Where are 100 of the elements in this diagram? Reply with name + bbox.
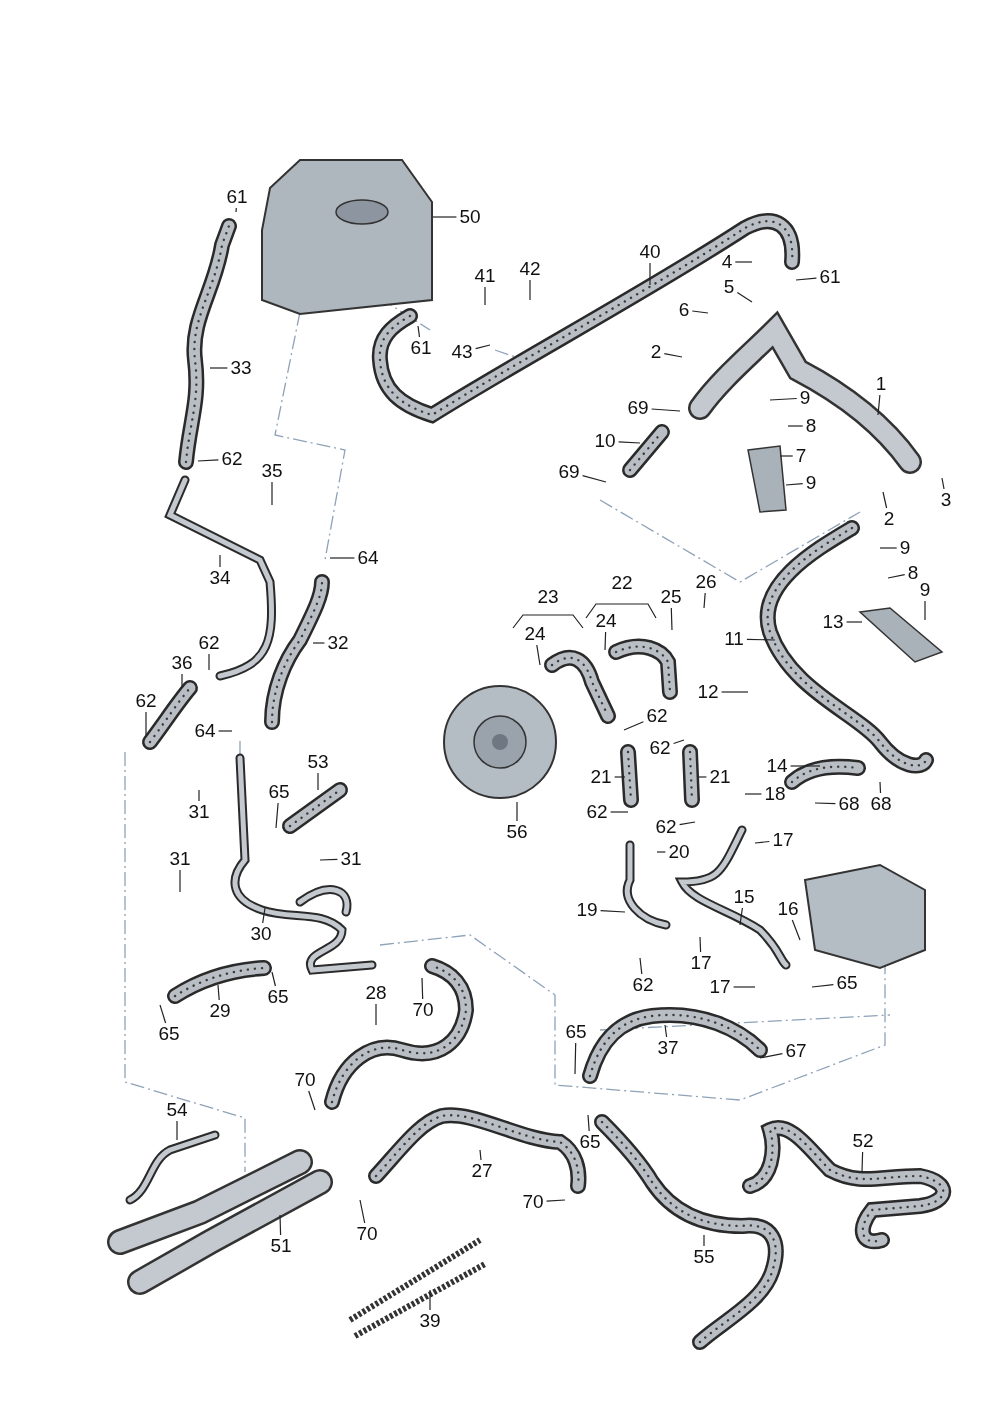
callout-number: 35 bbox=[260, 461, 284, 481]
leader-line bbox=[610, 811, 629, 813]
callout-number: 15 bbox=[732, 887, 756, 907]
leader-line bbox=[924, 600, 926, 621]
leader-line bbox=[329, 557, 355, 559]
callout-number: 4 bbox=[720, 252, 734, 272]
callout-number: 2 bbox=[649, 342, 663, 362]
callout-number: 62 bbox=[197, 633, 221, 653]
leader-line bbox=[317, 772, 319, 791]
callout-number: 25 bbox=[659, 587, 683, 607]
callout-number: 6 bbox=[677, 300, 691, 320]
leader-line bbox=[219, 554, 221, 568]
leader-line bbox=[739, 907, 743, 926]
callout-number: 56 bbox=[505, 822, 529, 842]
leader-line bbox=[779, 455, 794, 457]
leader-line bbox=[271, 481, 273, 506]
callout-number: 20 bbox=[667, 842, 691, 862]
callout-number: 31 bbox=[168, 849, 192, 869]
callout-number: 34 bbox=[208, 568, 232, 588]
leader-line bbox=[587, 1114, 590, 1132]
leader-line bbox=[941, 477, 945, 490]
callout-number: 37 bbox=[656, 1038, 680, 1058]
callout-number: 69 bbox=[626, 398, 650, 418]
leader-line bbox=[546, 1199, 566, 1202]
callout-number: 9 bbox=[798, 388, 812, 408]
callout-number: 62 bbox=[585, 802, 609, 822]
callout-number: 61 bbox=[818, 267, 842, 287]
callout-number: 9 bbox=[898, 538, 912, 558]
callout-number: 61 bbox=[225, 187, 249, 207]
leader-line bbox=[679, 821, 696, 826]
leader-line bbox=[312, 642, 325, 644]
callout-number: 62 bbox=[648, 738, 672, 758]
leader-line bbox=[746, 638, 776, 641]
leader-line bbox=[218, 730, 233, 732]
callout-number: 18 bbox=[763, 784, 787, 804]
callout-number: 54 bbox=[165, 1100, 189, 1120]
leader-line bbox=[736, 291, 753, 303]
callout-number: 65 bbox=[267, 782, 291, 802]
callout-number: 24 bbox=[523, 624, 547, 644]
leader-line bbox=[145, 711, 147, 736]
leader-line bbox=[698, 776, 707, 778]
leader-line bbox=[651, 408, 681, 412]
callout-number: 62 bbox=[654, 817, 678, 837]
leader-line bbox=[529, 279, 531, 301]
leader-line bbox=[639, 957, 643, 975]
leader-line bbox=[791, 919, 801, 941]
callout-number: 36 bbox=[170, 653, 194, 673]
leader-line bbox=[811, 984, 834, 988]
callout-number: 41 bbox=[473, 266, 497, 286]
leader-line bbox=[432, 216, 457, 218]
leader-line bbox=[198, 789, 200, 802]
callout-number: 65 bbox=[564, 1022, 588, 1042]
callout-number: 9 bbox=[804, 473, 818, 493]
leader-line bbox=[754, 840, 770, 844]
callout-number: 67 bbox=[784, 1041, 808, 1061]
callout-number: 69 bbox=[557, 462, 581, 482]
leader-line bbox=[787, 425, 804, 427]
leader-line bbox=[308, 1090, 316, 1111]
callout-number: 61 bbox=[409, 338, 433, 358]
callout-number: 40 bbox=[638, 242, 662, 262]
leader-line bbox=[814, 802, 836, 805]
leader-line bbox=[879, 547, 898, 549]
leader-line bbox=[262, 907, 266, 924]
leader-line bbox=[479, 1149, 482, 1161]
leader-line bbox=[759, 1053, 783, 1059]
callout-number: 64 bbox=[193, 721, 217, 741]
leader-line bbox=[734, 261, 753, 263]
leader-line bbox=[614, 776, 626, 778]
callout-number: 16 bbox=[776, 899, 800, 919]
leader-line bbox=[235, 207, 237, 213]
leader-line bbox=[670, 607, 673, 631]
callout-number: 8 bbox=[906, 563, 920, 583]
callout-number: 13 bbox=[821, 612, 845, 632]
leader-line bbox=[733, 986, 756, 988]
leader-line bbox=[795, 277, 817, 281]
leader-line bbox=[663, 353, 683, 358]
leader-line bbox=[861, 1151, 864, 1173]
leader-line bbox=[649, 262, 651, 286]
callout-number: 70 bbox=[411, 1000, 435, 1020]
leader-line bbox=[600, 910, 626, 913]
leader-line bbox=[790, 765, 821, 767]
callout-number: 64 bbox=[356, 548, 380, 568]
callout-number: 65 bbox=[835, 973, 859, 993]
leader-line bbox=[179, 869, 181, 893]
callout-number: 17 bbox=[708, 977, 732, 997]
leader-line bbox=[673, 739, 685, 745]
callout-number: 70 bbox=[521, 1192, 545, 1212]
callout-number: 62 bbox=[631, 975, 655, 995]
callout-number: 11 bbox=[723, 629, 745, 649]
leader-line bbox=[604, 631, 607, 651]
leader-line bbox=[721, 691, 749, 693]
callout-number: 27 bbox=[470, 1161, 494, 1181]
callout-number: 62 bbox=[220, 449, 244, 469]
leader-line bbox=[618, 441, 641, 444]
callout-number: 53 bbox=[306, 752, 330, 772]
leader-line bbox=[275, 802, 279, 829]
callout-number: 10 bbox=[593, 431, 617, 451]
callout-number: 52 bbox=[851, 1131, 875, 1151]
callout-number: 65 bbox=[266, 987, 290, 1007]
leader-line bbox=[319, 858, 338, 861]
